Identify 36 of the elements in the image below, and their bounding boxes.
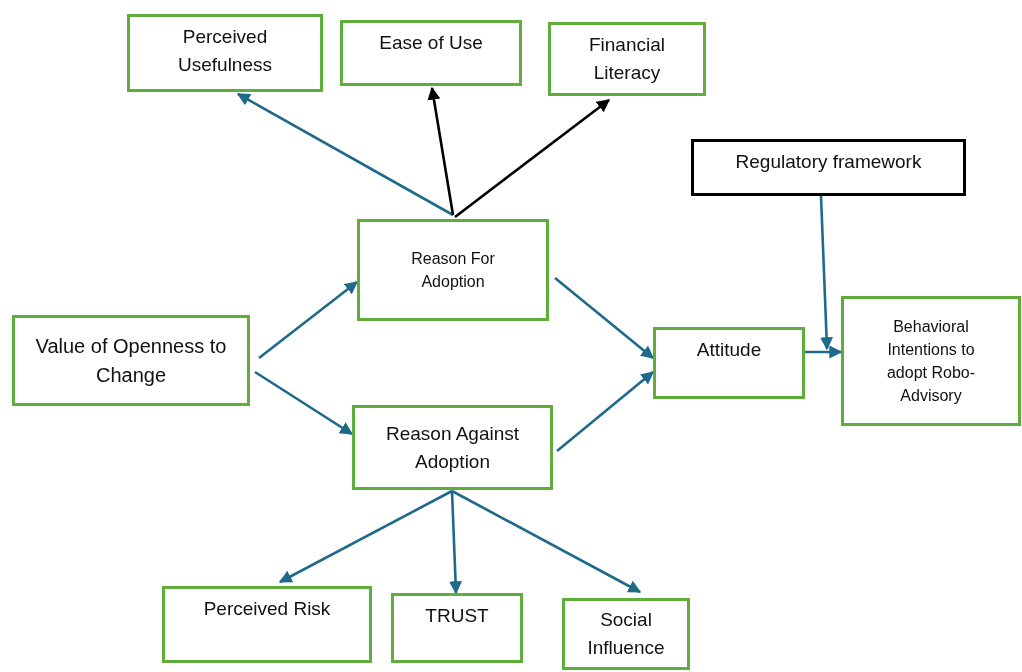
- node-label: Behavioral Intentions to adopt Robo-Advisory: [885, 316, 977, 407]
- node-label: Social Influence: [586, 608, 666, 660]
- concept-box: [548, 22, 706, 96]
- node-label: Perceived Usefulness: [177, 25, 273, 77]
- arrow: [449, 490, 463, 595]
- concept-box: [12, 315, 250, 406]
- arrow: [454, 98, 611, 219]
- node-label: Reason For Adoption: [410, 248, 496, 292]
- node-label: Attitude: [696, 338, 762, 362]
- arrow: [236, 92, 454, 217]
- concept-box: [841, 296, 1021, 426]
- arrow: [554, 277, 654, 359]
- arrow: [427, 86, 455, 216]
- concept-box: [340, 20, 522, 86]
- arrow: [556, 371, 654, 452]
- arrow: [451, 489, 642, 594]
- node-label: TRUST: [425, 604, 489, 628]
- concept-box: [691, 139, 966, 196]
- concept-box: [352, 405, 553, 490]
- concept-box: [391, 593, 523, 663]
- node-label: Reason Against Adoption: [384, 421, 521, 474]
- node-label: Financial Literacy: [587, 33, 666, 85]
- concept-box: [653, 327, 805, 399]
- concept-box: [127, 14, 323, 92]
- concept-box: [562, 598, 690, 670]
- node-label: Value of Openness to Change: [34, 333, 228, 388]
- node-label: Perceived Risk: [203, 597, 331, 621]
- arrow: [258, 280, 359, 360]
- arrow: [278, 489, 453, 584]
- arrow: [254, 370, 354, 436]
- concept-box: [357, 219, 549, 321]
- concept-box: [162, 586, 372, 663]
- node-label: Ease of Use: [379, 31, 483, 55]
- arrow: [805, 345, 843, 359]
- arrow: [819, 195, 834, 351]
- node-label: Regulatory framework: [735, 150, 922, 174]
